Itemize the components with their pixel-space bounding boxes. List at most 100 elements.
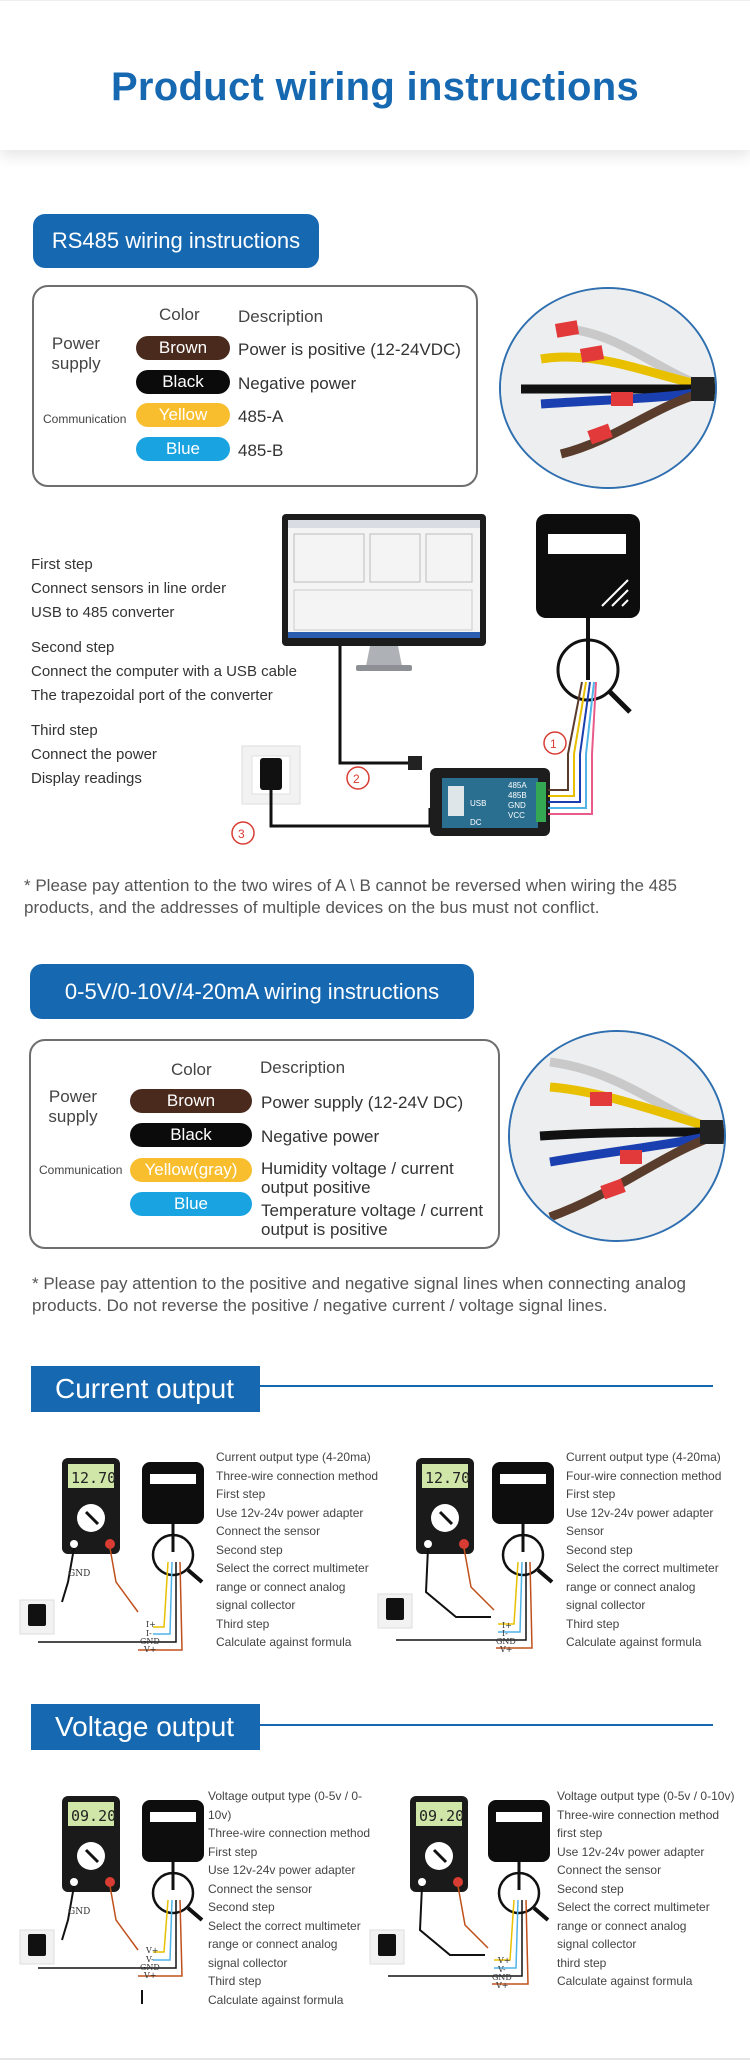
voltage-right-wire-gnd: GND xyxy=(492,1973,512,1982)
step1-line2: USB to 485 converter xyxy=(31,604,175,621)
voltage-3wire-diagram-right: 09.20 V+ V- GND V+ xyxy=(369,1796,550,1990)
current-right-line-4: Use 12v-24v power adapter xyxy=(566,1505,714,1520)
current-left-line-3: First step xyxy=(216,1487,266,1501)
usb-485-converter-icon: USB DC 485A 485B GND VCC xyxy=(430,768,550,836)
voltage-left-wire-vplus-sig: V+ xyxy=(145,1946,158,1955)
analog-power-supply-label: Power supply xyxy=(48,1087,98,1126)
current-right-line-10: Third step xyxy=(566,1616,620,1631)
voltage-left-line-3: First step xyxy=(208,1844,258,1859)
description-column-header: Description xyxy=(238,307,324,326)
step1-line1: Connect sensors in line order xyxy=(31,580,227,597)
analog-cable-photo xyxy=(508,1030,726,1242)
current-right-line-8: range or connect analog xyxy=(566,1579,696,1594)
analog-wiring-table: Color Description Power supply Communica… xyxy=(29,1039,500,1249)
analog-communication-label: Communication xyxy=(39,1163,123,1177)
voltage-right-line-6: Second step xyxy=(557,1881,624,1896)
voltage-output-rule xyxy=(260,1724,713,1726)
wire-color-yellow: Yellow xyxy=(136,403,230,427)
voltage-right-wire-vminus: V- xyxy=(497,1965,506,1974)
multimeter-icon: 09.20 xyxy=(410,1796,468,1892)
multimeter-icon: 12.70 xyxy=(62,1458,120,1554)
current-right-line-6: Second step xyxy=(566,1542,633,1557)
power-socket-icon xyxy=(19,1929,55,1965)
current-right-wire-iplus: I+ xyxy=(502,1621,512,1630)
voltage-right-line-4: Use 12v-24v power adapter xyxy=(557,1844,705,1859)
converter-pin-485a: 485A xyxy=(508,781,527,790)
converter-pin-485b: 485B xyxy=(508,791,527,800)
current-left-line-6: Second step xyxy=(216,1542,283,1557)
page-header: Product wiring instructions xyxy=(0,0,750,150)
current-right-instructions: Current output type (4-20ma) Four-wire c… xyxy=(566,1448,736,1652)
svg-text:1: 1 xyxy=(550,737,557,751)
converter-pin-vcc: VCC xyxy=(508,811,525,820)
rs485-steps: First step Connect sensors in line order… xyxy=(31,553,311,791)
current-output-header: Current output xyxy=(31,1366,260,1412)
analog-wire-desc-yellow: Humidity voltage / current output positi… xyxy=(261,1159,454,1197)
current-right-wire-vplus: V+ xyxy=(499,1645,512,1652)
analog-description-column-header: Description xyxy=(260,1058,346,1077)
current-left-instructions: Current output type (4-20ma) Three-wire … xyxy=(216,1448,386,1652)
voltage-right-wire-vplus: V+ xyxy=(495,1981,508,1990)
analog-wire-color-brown: Brown xyxy=(130,1089,252,1113)
page-bottom-rule xyxy=(0,2058,750,2060)
current-3wire-diagram: 12.70 GND I+ I- GND V+ xyxy=(19,1458,204,1652)
rs485-section-pill: RS485 wiring instructions xyxy=(33,214,319,268)
current-output-rule xyxy=(260,1385,713,1387)
computer-monitor-icon xyxy=(282,514,486,671)
cable-photo xyxy=(499,287,717,489)
voltage-left-wire-vplus: V+ xyxy=(143,1971,156,1980)
current-meter-reading-right: 12.70 xyxy=(425,1469,470,1487)
current-left-line-10: Third step xyxy=(216,1616,270,1631)
voltage-left-instructions: Voltage output type (0-5v / 0-10v) Three… xyxy=(208,1787,378,2009)
current-4wire-diagram: 12.70 I+ I- GND V+ xyxy=(377,1458,554,1652)
analog-section-pill: 0-5V/0-10V/4-20mA wiring instructions xyxy=(30,964,474,1019)
voltage-left-line-2: Three-wire connection method xyxy=(208,1826,371,1840)
current-right-line-9: signal collector xyxy=(566,1598,646,1612)
voltage-right-line-1: Voltage output type (0-5v / 0-10v) xyxy=(557,1789,735,1803)
analog-wire-desc-black: Negative power xyxy=(261,1127,380,1146)
current-right-line-3: First step xyxy=(566,1487,616,1501)
power-socket-icon xyxy=(369,1929,405,1965)
multimeter-icon: 12.70 xyxy=(416,1458,474,1554)
analog-wire-color-blue: Blue xyxy=(130,1192,252,1216)
wire-color-black: Black xyxy=(136,370,230,394)
voltage-right-line-9: signal collector xyxy=(557,1937,637,1951)
voltage-right-line-3: first step xyxy=(557,1826,603,1840)
voltage-left-line-4: Use 12v-24v power adapter xyxy=(208,1863,356,1877)
voltage-left-wire-vminus: V- xyxy=(145,1955,154,1964)
analog-wire-color-black: Black xyxy=(130,1123,252,1147)
analog-note: * Please pay attention to the positive a… xyxy=(32,1274,687,1315)
current-left-wire-iplus: I+ xyxy=(146,1620,156,1629)
power-socket-icon xyxy=(19,1599,55,1635)
rs485-wiring-diagram: USB DC 485A 485B GND VCC 1 2 3 xyxy=(231,514,640,845)
step3-title: Third step xyxy=(31,722,98,739)
voltage-left-line-5: Connect the sensor xyxy=(208,1881,313,1896)
multimeter-icon: 09.20 xyxy=(62,1796,120,1892)
current-left-line-1: Current output type (4-20ma) xyxy=(216,1450,371,1464)
analog-wire-color-yellow: Yellow(gray) xyxy=(130,1158,252,1182)
current-left-wire-gnd-top: GND xyxy=(68,1569,90,1579)
power-supply-label: Power supply xyxy=(51,334,101,373)
sensor-device-icon xyxy=(536,514,640,618)
wire-desc-yellow: 485-A xyxy=(238,407,284,426)
current-left-wire-iminus: I- xyxy=(146,1629,152,1638)
voltage-left-line-7: Select the correct multimeter xyxy=(208,1918,361,1933)
current-left-wire-vplus: V+ xyxy=(143,1645,156,1652)
current-left-line-4: Use 12v-24v power adapter xyxy=(216,1505,364,1520)
sensor-icon xyxy=(488,1800,550,1862)
current-left-line-8: range or connect analog xyxy=(216,1579,346,1594)
voltage-3wire-diagram: 09.20 GND V+ V- GND V+ xyxy=(19,1796,204,2004)
voltage-right-line-2: Three-wire connection method xyxy=(557,1807,720,1822)
current-left-line-5: Connect the sensor xyxy=(216,1524,321,1538)
voltage-right-line-11: Calculate against formula xyxy=(557,1974,693,1988)
current-right-wire-iminus: I- xyxy=(502,1629,508,1638)
step3-line1: Connect the power xyxy=(31,746,157,763)
voltage-meter-reading-right: 09.20 xyxy=(419,1807,464,1825)
voltage-left-line-6: Second step xyxy=(208,1900,275,1914)
voltage-right-line-5: Connect the sensor xyxy=(557,1863,662,1877)
wire-color-brown: Brown xyxy=(136,336,230,360)
step2-line1: Connect the computer with a USB cable xyxy=(31,663,297,680)
voltage-right-line-10: third step xyxy=(557,1955,607,1970)
current-right-line-7: Select the correct multimeter xyxy=(566,1561,719,1575)
converter-usb-label: USB xyxy=(470,799,486,808)
